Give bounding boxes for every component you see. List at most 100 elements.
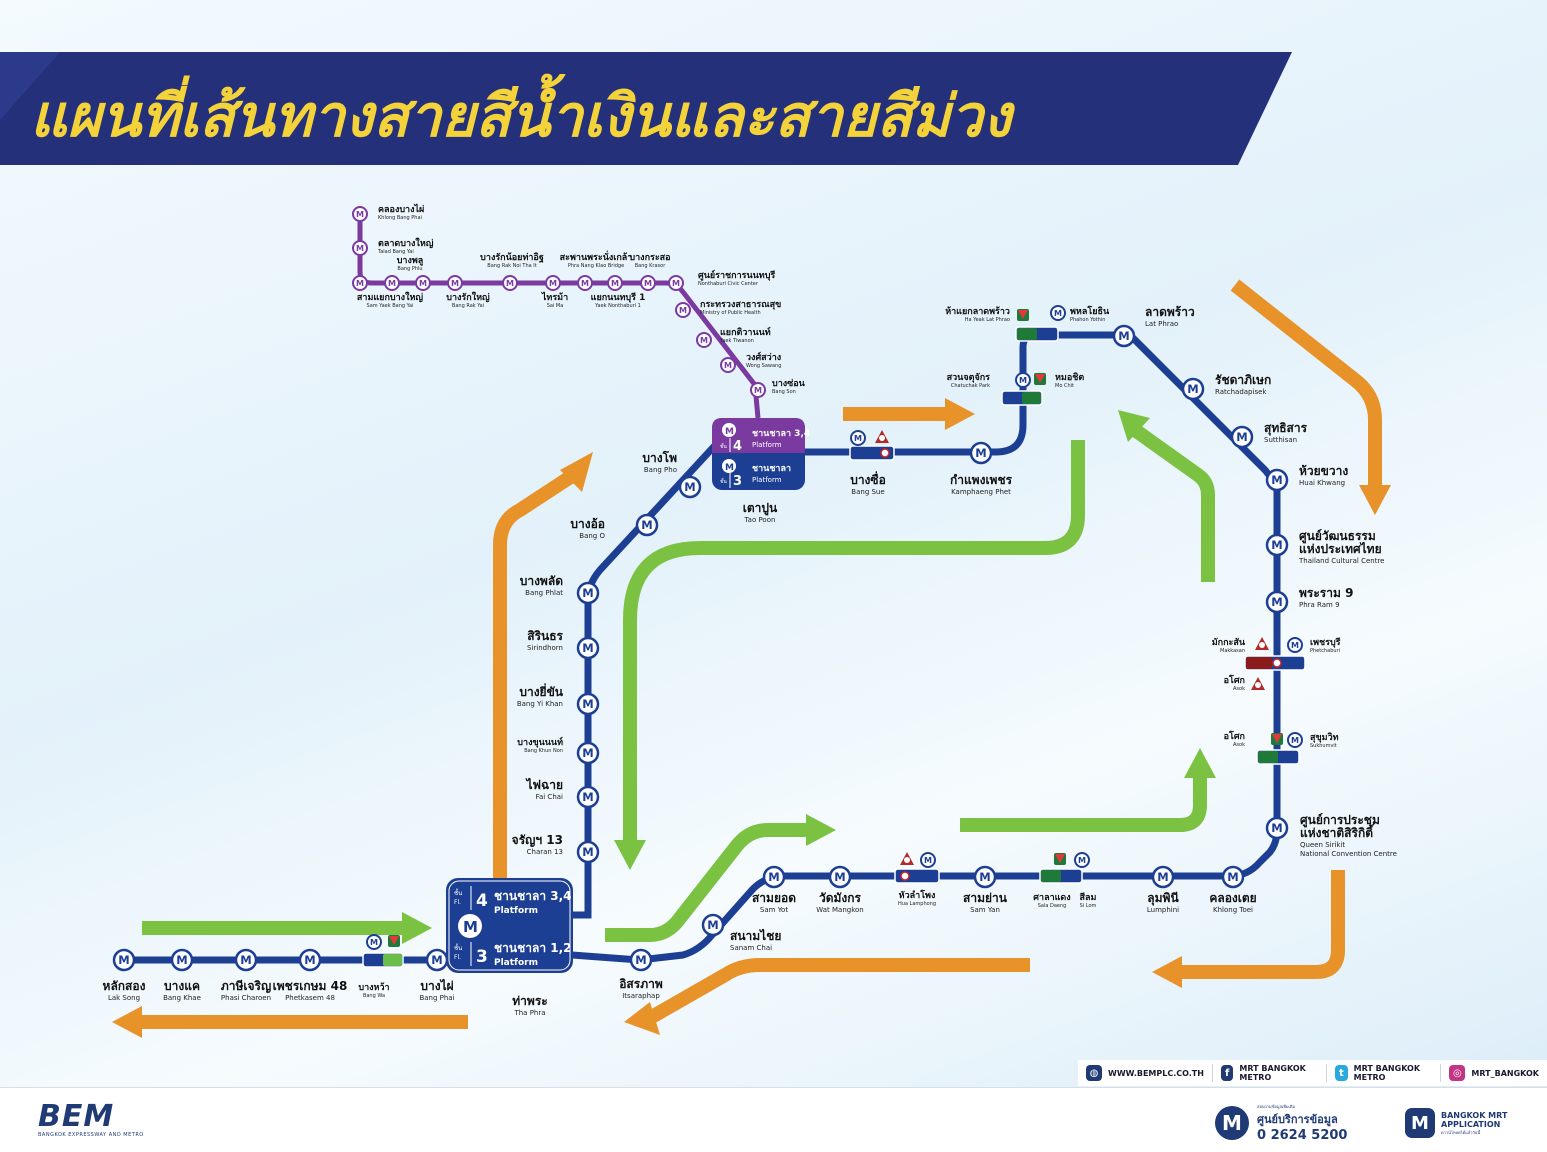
- svg-text:Yaek Nonthaburi 1: Yaek Nonthaburi 1: [594, 303, 641, 309]
- loop-east-station-4-marker[interactable]: M: [1265, 590, 1289, 614]
- queen-sirikit-marker[interactable]: M: [1265, 816, 1289, 840]
- loop-east-station-1-marker[interactable]: M: [1230, 425, 1254, 449]
- west-station-5-marker[interactable]: M: [425, 948, 449, 972]
- loop-south-station-9-marker[interactable]: M: [629, 948, 653, 972]
- svg-text:M: M: [725, 427, 734, 437]
- loop-south-station-5-marker[interactable]: M: [920, 852, 936, 868]
- loop-south-station-8-marker[interactable]: M: [701, 913, 725, 937]
- svg-text:จรัญฯ 13: จรัญฯ 13: [512, 833, 563, 847]
- loop-south-station-4-marker[interactable]: M: [973, 865, 997, 889]
- svg-text:M: M: [419, 279, 427, 288]
- svg-text:ชั้น: ชั้น: [720, 476, 727, 485]
- loop-east-station-0-marker[interactable]: M: [1181, 377, 1205, 401]
- purple-station-14-marker[interactable]: M: [720, 357, 736, 373]
- svg-text:Ratchadapisek: Ratchadapisek: [1215, 388, 1267, 396]
- west-station-2-marker[interactable]: M: [234, 948, 258, 972]
- loop-south-station-7-marker[interactable]: M: [762, 865, 786, 889]
- svg-text:Sai Ma: Sai Ma: [547, 303, 564, 309]
- svg-text:M: M: [463, 918, 478, 936]
- purple-station-11-label: ศูนย์ราชการนนทบุรีNonthaburi Civic Cente…: [698, 269, 775, 287]
- svg-text:M: M: [582, 697, 593, 711]
- svg-text:M: M: [1271, 538, 1282, 552]
- loop-east-station-2-marker[interactable]: M: [1265, 468, 1289, 492]
- loop-east-station-3-marker[interactable]: M: [1265, 533, 1289, 557]
- kamphaeng-phet-marker[interactable]: M: [969, 441, 993, 465]
- loop-south-station-1-marker[interactable]: M: [1151, 865, 1175, 889]
- svg-text:M: M: [582, 586, 593, 600]
- svg-text:หัวลำโพง: หัวลำโพง: [899, 889, 936, 901]
- purple-station-7-marker[interactable]: M: [545, 275, 561, 291]
- svg-text:M: M: [304, 953, 315, 967]
- purple-station-3-label: บางพลูBang Phlu: [397, 256, 424, 272]
- svg-text:Bang Wa: Bang Wa: [363, 993, 385, 999]
- purple-station-4-marker[interactable]: M: [415, 275, 431, 291]
- svg-text:M: M: [834, 870, 845, 884]
- loop-west-station-0-marker[interactable]: M: [576, 840, 600, 864]
- purple-station-8-marker[interactable]: M: [577, 275, 593, 291]
- website-link[interactable]: ◍ WWW.BEMPLC.CO.TH: [1078, 1064, 1212, 1082]
- svg-text:Bang Krasor: Bang Krasor: [635, 263, 666, 269]
- svg-text:Wong Sawang: Wong Sawang: [746, 363, 781, 369]
- purple-station-extra-marker[interactable]: M: [447, 275, 463, 291]
- svg-text:แห่งประเทศไทย: แห่งประเทศไทย: [1299, 541, 1382, 556]
- phetchaburi-marker[interactable]: M: [1287, 637, 1303, 653]
- loop-west-station-2-marker[interactable]: M: [576, 741, 600, 765]
- purple-station-3-marker[interactable]: M: [384, 275, 400, 291]
- asok-srt-icon: [1251, 677, 1265, 690]
- svg-text:M: M: [1118, 329, 1129, 343]
- purple-station-11-marker[interactable]: M: [668, 275, 684, 291]
- svg-text:แยกติวานนท์: แยกติวานนท์: [720, 326, 771, 338]
- purple-station-15-marker[interactable]: M: [750, 382, 766, 398]
- facebook-link[interactable]: f MRT BANGKOK METRO: [1211, 1064, 1326, 1082]
- loop-west-station-6-marker[interactable]: M: [635, 513, 659, 537]
- facebook-icon: f: [1220, 1065, 1234, 1081]
- svg-text:Hua Lamphong: Hua Lamphong: [898, 901, 936, 907]
- chatuchak-marker[interactable]: M: [1015, 372, 1031, 388]
- svg-text:M: M: [1271, 821, 1282, 835]
- mrt-app-badge[interactable]: M BANGKOK MRT APPLICATION ดาวน์โหลดได้แล…: [1405, 1102, 1545, 1144]
- loop-south-station-0-marker[interactable]: M: [1221, 865, 1245, 889]
- purple-station-6-marker[interactable]: M: [502, 275, 518, 291]
- loop-south-station-6-marker[interactable]: M: [828, 865, 852, 889]
- loop-west-station-4-marker[interactable]: M: [576, 636, 600, 660]
- svg-text:Lak Song: Lak Song: [108, 994, 140, 1002]
- purple-station-10-marker[interactable]: M: [640, 275, 656, 291]
- call-center[interactable]: M สอบถามข้อมูลเพิ่มเติม ศูนย์บริการข้อมู…: [1215, 1102, 1375, 1144]
- svg-text:M: M: [1054, 309, 1062, 318]
- loop-west-station-7-marker[interactable]: M: [678, 475, 702, 499]
- west-station-1-marker[interactable]: M: [170, 948, 194, 972]
- phahon-yothin-marker[interactable]: M: [1050, 305, 1066, 321]
- twitter-link[interactable]: t MRT BANGKOK METRO: [1326, 1064, 1440, 1082]
- loop-west-station-3-marker[interactable]: M: [576, 692, 600, 716]
- purple-station-0-marker[interactable]: M: [352, 206, 368, 222]
- purple-station-1-label: ตลาดบางใหญ่Talad Bang Yai: [377, 237, 434, 255]
- purple-station-4-label: บางรักใหญ่Bang Rak Yai: [446, 291, 490, 309]
- svg-text:เตาปูน: เตาปูน: [743, 501, 778, 516]
- purple-station-12-marker[interactable]: M: [675, 302, 691, 318]
- loop-south-station-2-marker[interactable]: M: [1074, 852, 1090, 868]
- west-station-0-marker[interactable]: M: [112, 948, 136, 972]
- west-station-3-marker[interactable]: M: [298, 948, 322, 972]
- sukhumvit-marker[interactable]: M: [1287, 732, 1303, 748]
- purple-station-13-marker[interactable]: M: [696, 332, 712, 348]
- purple-station-1-marker[interactable]: M: [352, 240, 368, 256]
- svg-text:สิรินธร: สิรินธร: [527, 629, 563, 643]
- mo-chit-bts-icon: [1034, 373, 1046, 385]
- lat-phrao-marker[interactable]: M: [1112, 324, 1136, 348]
- bang-sue-marker[interactable]: M: [850, 430, 866, 446]
- loop-west-station-5-marker[interactable]: M: [576, 581, 600, 605]
- svg-text:M: M: [975, 446, 986, 460]
- svg-text:บางรักน้อยท่าอิฐ: บางรักน้อยท่าอิฐ: [480, 252, 544, 263]
- loop-west-station-1-marker[interactable]: M: [576, 785, 600, 809]
- lumphini-label: ลุมพินีLumphini: [1147, 891, 1180, 914]
- purple-station-9-marker[interactable]: M: [607, 275, 623, 291]
- purple-station-2-marker[interactable]: M: [352, 275, 368, 291]
- bang-wa-marker[interactable]: M: [366, 934, 382, 950]
- instagram-link[interactable]: ◎ MRT_BANGKOK: [1440, 1064, 1547, 1082]
- svg-text:หมอชิต: หมอชิต: [1055, 372, 1084, 383]
